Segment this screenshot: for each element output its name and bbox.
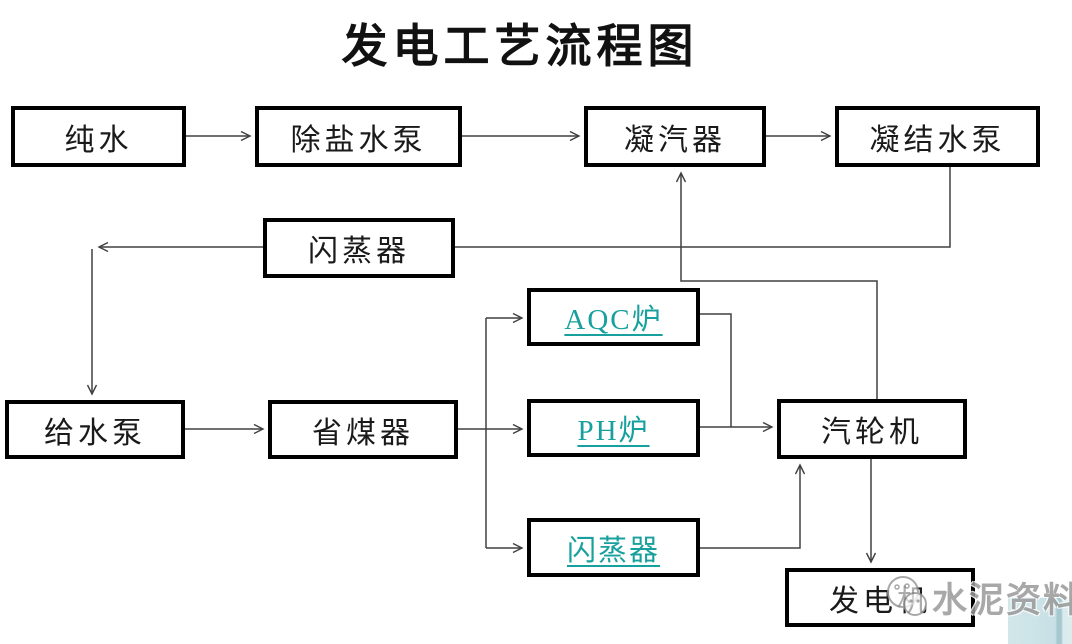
edge-aqc-to-turbine-feeder — [700, 313, 732, 427]
edge-turbine-to-condenser — [681, 173, 878, 399]
corner-decoration — [1008, 597, 1072, 644]
node-pure-water-label: 纯水 — [64, 123, 133, 157]
node-steam-turbine-label: 汽轮机 — [821, 416, 923, 449]
node-desalted-water-pump: 除盐水泵 — [255, 106, 462, 167]
page-title: 发电工艺流程图 — [341, 21, 699, 72]
node-flash-evaporator-bottom: 闪蒸器 — [527, 518, 700, 577]
node-condenser-label: 凝汽器 — [624, 123, 726, 157]
node-aqc-boiler: AQC炉 — [527, 288, 700, 346]
node-desalted-water-pump-label: 除盐水泵 — [290, 123, 427, 157]
node-ph-boiler: PH炉 — [527, 399, 700, 457]
edge-flash-bottom-to-turbine — [700, 465, 800, 549]
node-economizer: 省煤器 — [268, 400, 458, 459]
node-flash-evaporator-top-label: 闪蒸器 — [308, 235, 410, 268]
watermark-text: 水泥资料 — [932, 581, 1072, 620]
watermark: 水泥资料 — [882, 572, 1072, 623]
node-aqc-boiler-link[interactable]: AQC炉 — [564, 304, 663, 336]
node-condensate-pump: 凝结水泵 — [835, 106, 1040, 167]
node-flash-evaporator-top: 闪蒸器 — [263, 218, 455, 278]
node-ph-boiler-link[interactable]: PH炉 — [577, 415, 650, 447]
edge-condensate-pump-to-flash-top — [455, 167, 951, 248]
wechat-logo-icon — [887, 575, 927, 616]
node-condenser: 凝汽器 — [584, 106, 766, 167]
node-feed-water-pump: 给水泵 — [5, 400, 185, 459]
node-pure-water: 纯水 — [11, 106, 186, 167]
node-feed-water-pump-label: 给水泵 — [44, 416, 146, 450]
node-condensate-pump-label: 凝结水泵 — [869, 123, 1006, 157]
node-steam-turbine: 汽轮机 — [777, 399, 967, 459]
node-flash-evaporator-bottom-link[interactable]: 闪蒸器 — [566, 534, 660, 567]
node-economizer-label: 省煤器 — [312, 416, 414, 450]
